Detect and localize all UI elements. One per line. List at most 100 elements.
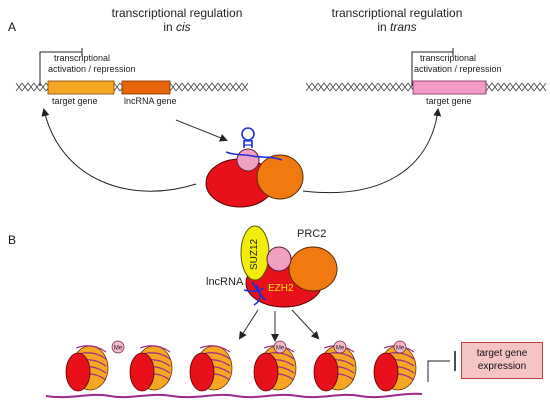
dna-segment bbox=[485, 82, 493, 92]
methyl-label: Me bbox=[114, 346, 123, 352]
lncrna-label-b: lncRNA bbox=[206, 276, 244, 288]
dna-segment bbox=[323, 82, 331, 92]
dna-segment bbox=[497, 82, 505, 92]
nucleosome: Me bbox=[373, 340, 417, 392]
trans-heading-line1: transcriptional regulation bbox=[331, 6, 463, 20]
dna-segment bbox=[359, 82, 367, 92]
dna-helix-cis bbox=[15, 82, 249, 92]
cis-heading-line1: transcriptional regulation bbox=[111, 6, 243, 20]
dna-segment bbox=[389, 82, 397, 92]
dna-segment bbox=[15, 82, 23, 92]
dna-segment bbox=[533, 82, 541, 92]
dna-segment bbox=[199, 82, 207, 92]
dna-segment bbox=[241, 82, 249, 92]
dna-segment bbox=[217, 82, 225, 92]
linker-dna bbox=[45, 392, 423, 399]
target-gene-expression-box: target gene expression bbox=[461, 342, 543, 379]
nucleosome bbox=[129, 345, 173, 392]
dna-segment bbox=[335, 82, 343, 92]
dna-segment bbox=[317, 82, 325, 92]
dna-segment bbox=[329, 82, 337, 92]
expression-line1: target gene bbox=[476, 348, 528, 359]
target-gene-box-trans bbox=[412, 80, 487, 95]
prc2-complex-a bbox=[205, 127, 304, 208]
arrow-down-1 bbox=[238, 309, 259, 340]
dna-segment bbox=[175, 82, 183, 92]
dna-segment bbox=[395, 82, 403, 92]
dna-segment bbox=[377, 82, 385, 92]
dna-segment bbox=[33, 82, 41, 92]
pink-subunit-b bbox=[266, 246, 292, 272]
cis-heading: transcriptional regulation in cis bbox=[92, 6, 262, 34]
methyl-mark bbox=[111, 340, 125, 354]
dna-segment bbox=[193, 82, 201, 92]
target-gene-box-cis bbox=[47, 80, 115, 95]
cis-activation-line2: activation / repression bbox=[48, 64, 136, 74]
tss-arrow-cis bbox=[39, 51, 82, 86]
lncrna-gene-box-cis bbox=[121, 80, 171, 95]
dna-helix-trans bbox=[305, 82, 547, 92]
panel-label-a: A bbox=[8, 20, 17, 34]
cis-heading-line2: in cis bbox=[163, 20, 191, 34]
cis-activation-label: transcriptional activation / repression bbox=[48, 53, 136, 75]
trans-target-gene-label: target gene bbox=[426, 96, 472, 106]
dna-segment bbox=[491, 82, 499, 92]
dna-segment bbox=[187, 82, 195, 92]
trans-heading: transcriptional regulation in trans bbox=[312, 6, 482, 34]
expression-line2: expression bbox=[477, 361, 527, 372]
dna-segment bbox=[27, 82, 35, 92]
dna-segment bbox=[341, 82, 349, 92]
arrow-to-complex bbox=[175, 119, 228, 142]
suz12-label: SUZ12 bbox=[249, 238, 260, 270]
nucleosome bbox=[189, 345, 233, 392]
dna-segment bbox=[347, 82, 355, 92]
dna-segment bbox=[181, 82, 189, 92]
dna-segment bbox=[21, 82, 29, 92]
dna-segment bbox=[113, 82, 121, 92]
dna-segment bbox=[371, 82, 379, 92]
dna-segment bbox=[521, 82, 529, 92]
tss-arrow-trans bbox=[411, 51, 453, 86]
dna-segment bbox=[509, 82, 517, 92]
nucleosome: Me bbox=[253, 340, 297, 392]
arrow-down-3 bbox=[291, 309, 320, 340]
dna-segment bbox=[527, 82, 535, 92]
dna-segment bbox=[235, 82, 243, 92]
cis-curved-arrow bbox=[41, 108, 197, 192]
dna-segment bbox=[383, 82, 391, 92]
methyl-mark bbox=[333, 340, 347, 354]
orange-subunit-a bbox=[256, 154, 304, 200]
dna-segment bbox=[229, 82, 237, 92]
repression-arrow bbox=[427, 360, 450, 382]
dna-segment bbox=[539, 82, 547, 92]
cis-target-gene-label: target gene bbox=[52, 96, 98, 106]
prc2-label: PRC2 bbox=[297, 228, 327, 240]
dna-segment bbox=[223, 82, 231, 92]
cis-lncrna-gene-label: lncRNA gene bbox=[124, 96, 177, 106]
trans-activation-line2: activation / repression bbox=[414, 64, 502, 74]
trans-heading-line2: in trans bbox=[377, 20, 417, 34]
dna-segment bbox=[365, 82, 373, 92]
trans-activation-line1: transcriptional bbox=[420, 53, 477, 63]
trans-curved-arrow bbox=[302, 108, 442, 194]
dna-segment bbox=[311, 82, 319, 92]
pink-subunit-a bbox=[236, 148, 260, 172]
methyl-label: Me bbox=[336, 346, 345, 352]
methyl-label: Me bbox=[276, 346, 285, 352]
prc2-complex-b bbox=[240, 225, 338, 308]
methyl-mark bbox=[393, 340, 407, 354]
nucleosome: Me bbox=[65, 340, 125, 392]
ezh2-label: EZH2 bbox=[268, 283, 294, 294]
dna-segment bbox=[401, 82, 409, 92]
orange-subunit-b bbox=[288, 246, 338, 292]
dna-segment bbox=[503, 82, 511, 92]
trans-activation-label: transcriptional activation / repression bbox=[414, 53, 502, 75]
dna-segment bbox=[305, 82, 313, 92]
nucleosome: Me bbox=[313, 340, 357, 392]
cis-activation-line1: transcriptional bbox=[54, 53, 111, 63]
dna-segment bbox=[515, 82, 523, 92]
lncrna-strand-b bbox=[243, 281, 267, 306]
dna-segment bbox=[211, 82, 219, 92]
dna-segment bbox=[39, 82, 47, 92]
methyl-mark bbox=[273, 340, 287, 354]
